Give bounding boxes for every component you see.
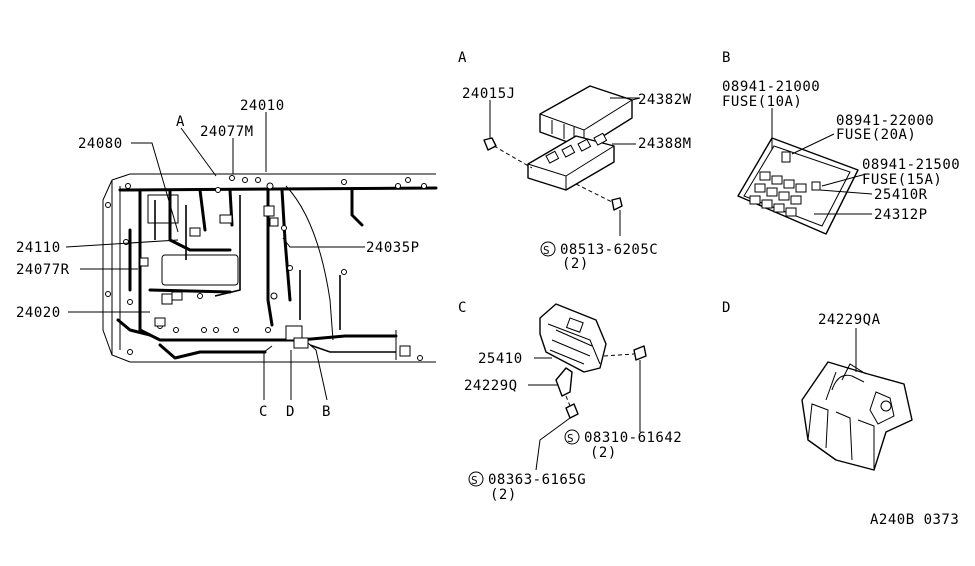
section-c-relay-block: C 25410 24229Q S 08310-61642 (2) S 08363…: [458, 300, 682, 503]
harness-wires: [116, 186, 438, 360]
harness-connectors: [105, 175, 427, 361]
section-a-fuse-block: A 24015J 24382W 24388M S 08513-6205C (2): [458, 50, 692, 272]
label-25410r: 25410R: [874, 187, 928, 203]
label-24229q: 24229Q: [464, 378, 518, 394]
svg-text:S: S: [471, 474, 478, 487]
label-08310-61642: 08310-61642: [584, 430, 682, 446]
callout-c: C: [259, 404, 268, 420]
label-fuse-20a: FUSE(20A): [836, 127, 916, 143]
label-24229qa: 24229QA: [818, 312, 881, 328]
label-24077m: 24077M: [200, 124, 254, 140]
label-24015j: 24015J: [462, 86, 516, 102]
label-24382w: 24382W: [638, 92, 692, 108]
label-24077r: 24077R: [16, 262, 70, 278]
label-25410: 25410: [478, 351, 523, 367]
section-b-fuse-panel: B 08941-21000 FUSE(10A) 08941-22000 FUSE…: [722, 50, 960, 235]
callout-b: B: [322, 404, 331, 420]
diagram-code: A240B 0373: [870, 512, 959, 528]
bracket-24229q: [555, 367, 573, 397]
label-08310-qty: (2): [590, 445, 617, 461]
section-b-heading: B: [722, 50, 730, 66]
label-08941-22000: 08941-22000: [836, 113, 934, 129]
section-a-heading: A: [458, 50, 467, 66]
svg-text:S: S: [543, 244, 550, 257]
screw-08513: [611, 197, 623, 211]
label-24312p: 24312P: [874, 207, 928, 223]
label-fuse-15a: FUSE(15A): [862, 172, 942, 188]
label-24020: 24020: [16, 305, 61, 321]
svg-text:S: S: [567, 432, 574, 445]
screw-symbol-c1: [564, 429, 580, 445]
callout-a: A: [176, 114, 185, 130]
label-24388m: 24388M: [638, 136, 692, 152]
label-08941-21500: 08941-21500: [862, 157, 960, 173]
label-08513-6205c: 08513-6205C: [560, 242, 658, 258]
callout-d: D: [286, 404, 295, 420]
leader-lines: [65, 112, 365, 401]
label-08941-21000: 08941-21000: [722, 79, 820, 95]
label-24010: 24010: [240, 98, 285, 114]
screw-08363: [565, 403, 579, 419]
label-08363-6165g: 08363-6165G: [488, 472, 586, 488]
section-d-bracket: D 24229QA: [722, 300, 913, 471]
fuse-block-body: [527, 135, 615, 191]
screw-symbol-a: [540, 241, 556, 257]
fuse-block-cover: [539, 85, 633, 149]
section-c-heading: C: [458, 300, 466, 316]
label-24110: 24110: [16, 240, 61, 256]
screw-08310: [633, 345, 647, 361]
dashboard-outline: [102, 173, 436, 363]
screw-symbol-c2: [468, 471, 484, 487]
clip-24015j: [483, 137, 497, 151]
main-harness-view: 24010 24077M A 24080 24110 24077R 24020 …: [16, 98, 438, 420]
label-24035p: 24035P: [366, 240, 420, 256]
label-08513-qty: (2): [562, 256, 589, 272]
label-24080: 24080: [78, 136, 123, 152]
label-08363-qty: (2): [490, 487, 517, 503]
label-fuse-10a: FUSE(10A): [722, 94, 802, 110]
section-d-heading: D: [722, 300, 730, 316]
